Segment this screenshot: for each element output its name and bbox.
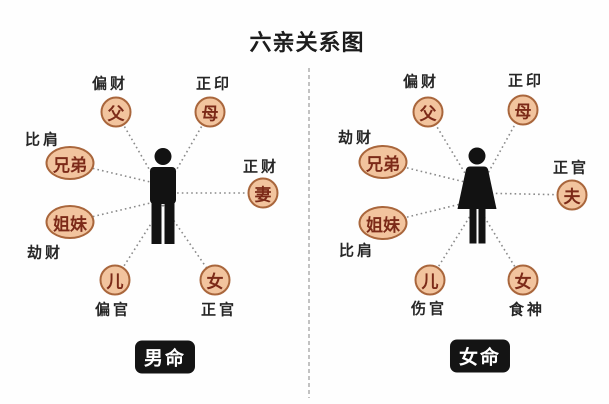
node-mother-text: 母	[201, 104, 219, 125]
star-label-brothers: 比肩	[24, 130, 62, 149]
node-wife-bubble: 妻	[247, 177, 279, 209]
node-mother-text: 母	[514, 102, 532, 123]
star-label-husband: 正官	[552, 158, 590, 177]
node-daughter-text: 女	[206, 272, 224, 293]
node-sisters-text: 姐妹	[53, 214, 87, 235]
star-label-brothers: 劫财	[337, 128, 375, 147]
male-figure-icon	[150, 148, 176, 244]
star-label-wife: 正财	[242, 157, 280, 176]
node-son-text: 儿	[421, 272, 439, 293]
node-husband-text: 夫	[563, 187, 581, 208]
node-daughter-bubble: 女	[199, 264, 231, 296]
star-label-son: 偏官	[94, 300, 132, 319]
female-figure-icon	[457, 147, 497, 244]
node-daughter-bubble: 女	[507, 264, 539, 296]
star-label-father: 偏财	[91, 74, 129, 93]
node-brothers-bubble: 兄弟	[358, 145, 408, 179]
node-son-bubble: 儿	[414, 264, 446, 296]
star-label-mother: 正印	[195, 74, 233, 93]
page-title: 六亲关系图	[249, 30, 365, 55]
star-label-father: 偏财	[402, 72, 440, 91]
node-father-text: 父	[107, 104, 125, 125]
node-brothers-bubble: 兄弟	[45, 146, 95, 180]
node-daughter-text: 女	[514, 272, 532, 293]
star-label-son: 伤官	[410, 299, 448, 318]
node-sisters-text: 姐妹	[366, 215, 400, 236]
node-father-text: 父	[419, 104, 437, 125]
node-mother-bubble: 母	[194, 96, 226, 128]
node-husband-bubble: 夫	[556, 179, 588, 211]
node-brothers-text: 兄弟	[366, 154, 400, 175]
female-destiny-badge: 女命	[449, 339, 511, 373]
star-label-daughter: 食神	[508, 300, 546, 319]
star-label-mother: 正印	[507, 71, 545, 90]
node-sisters-bubble: 姐妹	[45, 205, 95, 239]
node-father-bubble: 父	[412, 96, 444, 128]
male-destiny-badge: 男命	[134, 340, 196, 374]
node-father-bubble: 父	[100, 96, 132, 128]
node-wife-text: 妻	[254, 185, 272, 206]
node-son-bubble: 儿	[99, 264, 131, 296]
node-mother-bubble: 母	[507, 94, 539, 126]
star-label-sisters: 劫财	[26, 243, 64, 262]
star-label-daughter: 正官	[200, 300, 238, 319]
node-brothers-text: 兄弟	[53, 155, 87, 176]
node-sisters-bubble: 姐妹	[358, 206, 408, 240]
node-son-text: 儿	[106, 272, 124, 293]
star-label-sisters: 比肩	[338, 241, 376, 260]
